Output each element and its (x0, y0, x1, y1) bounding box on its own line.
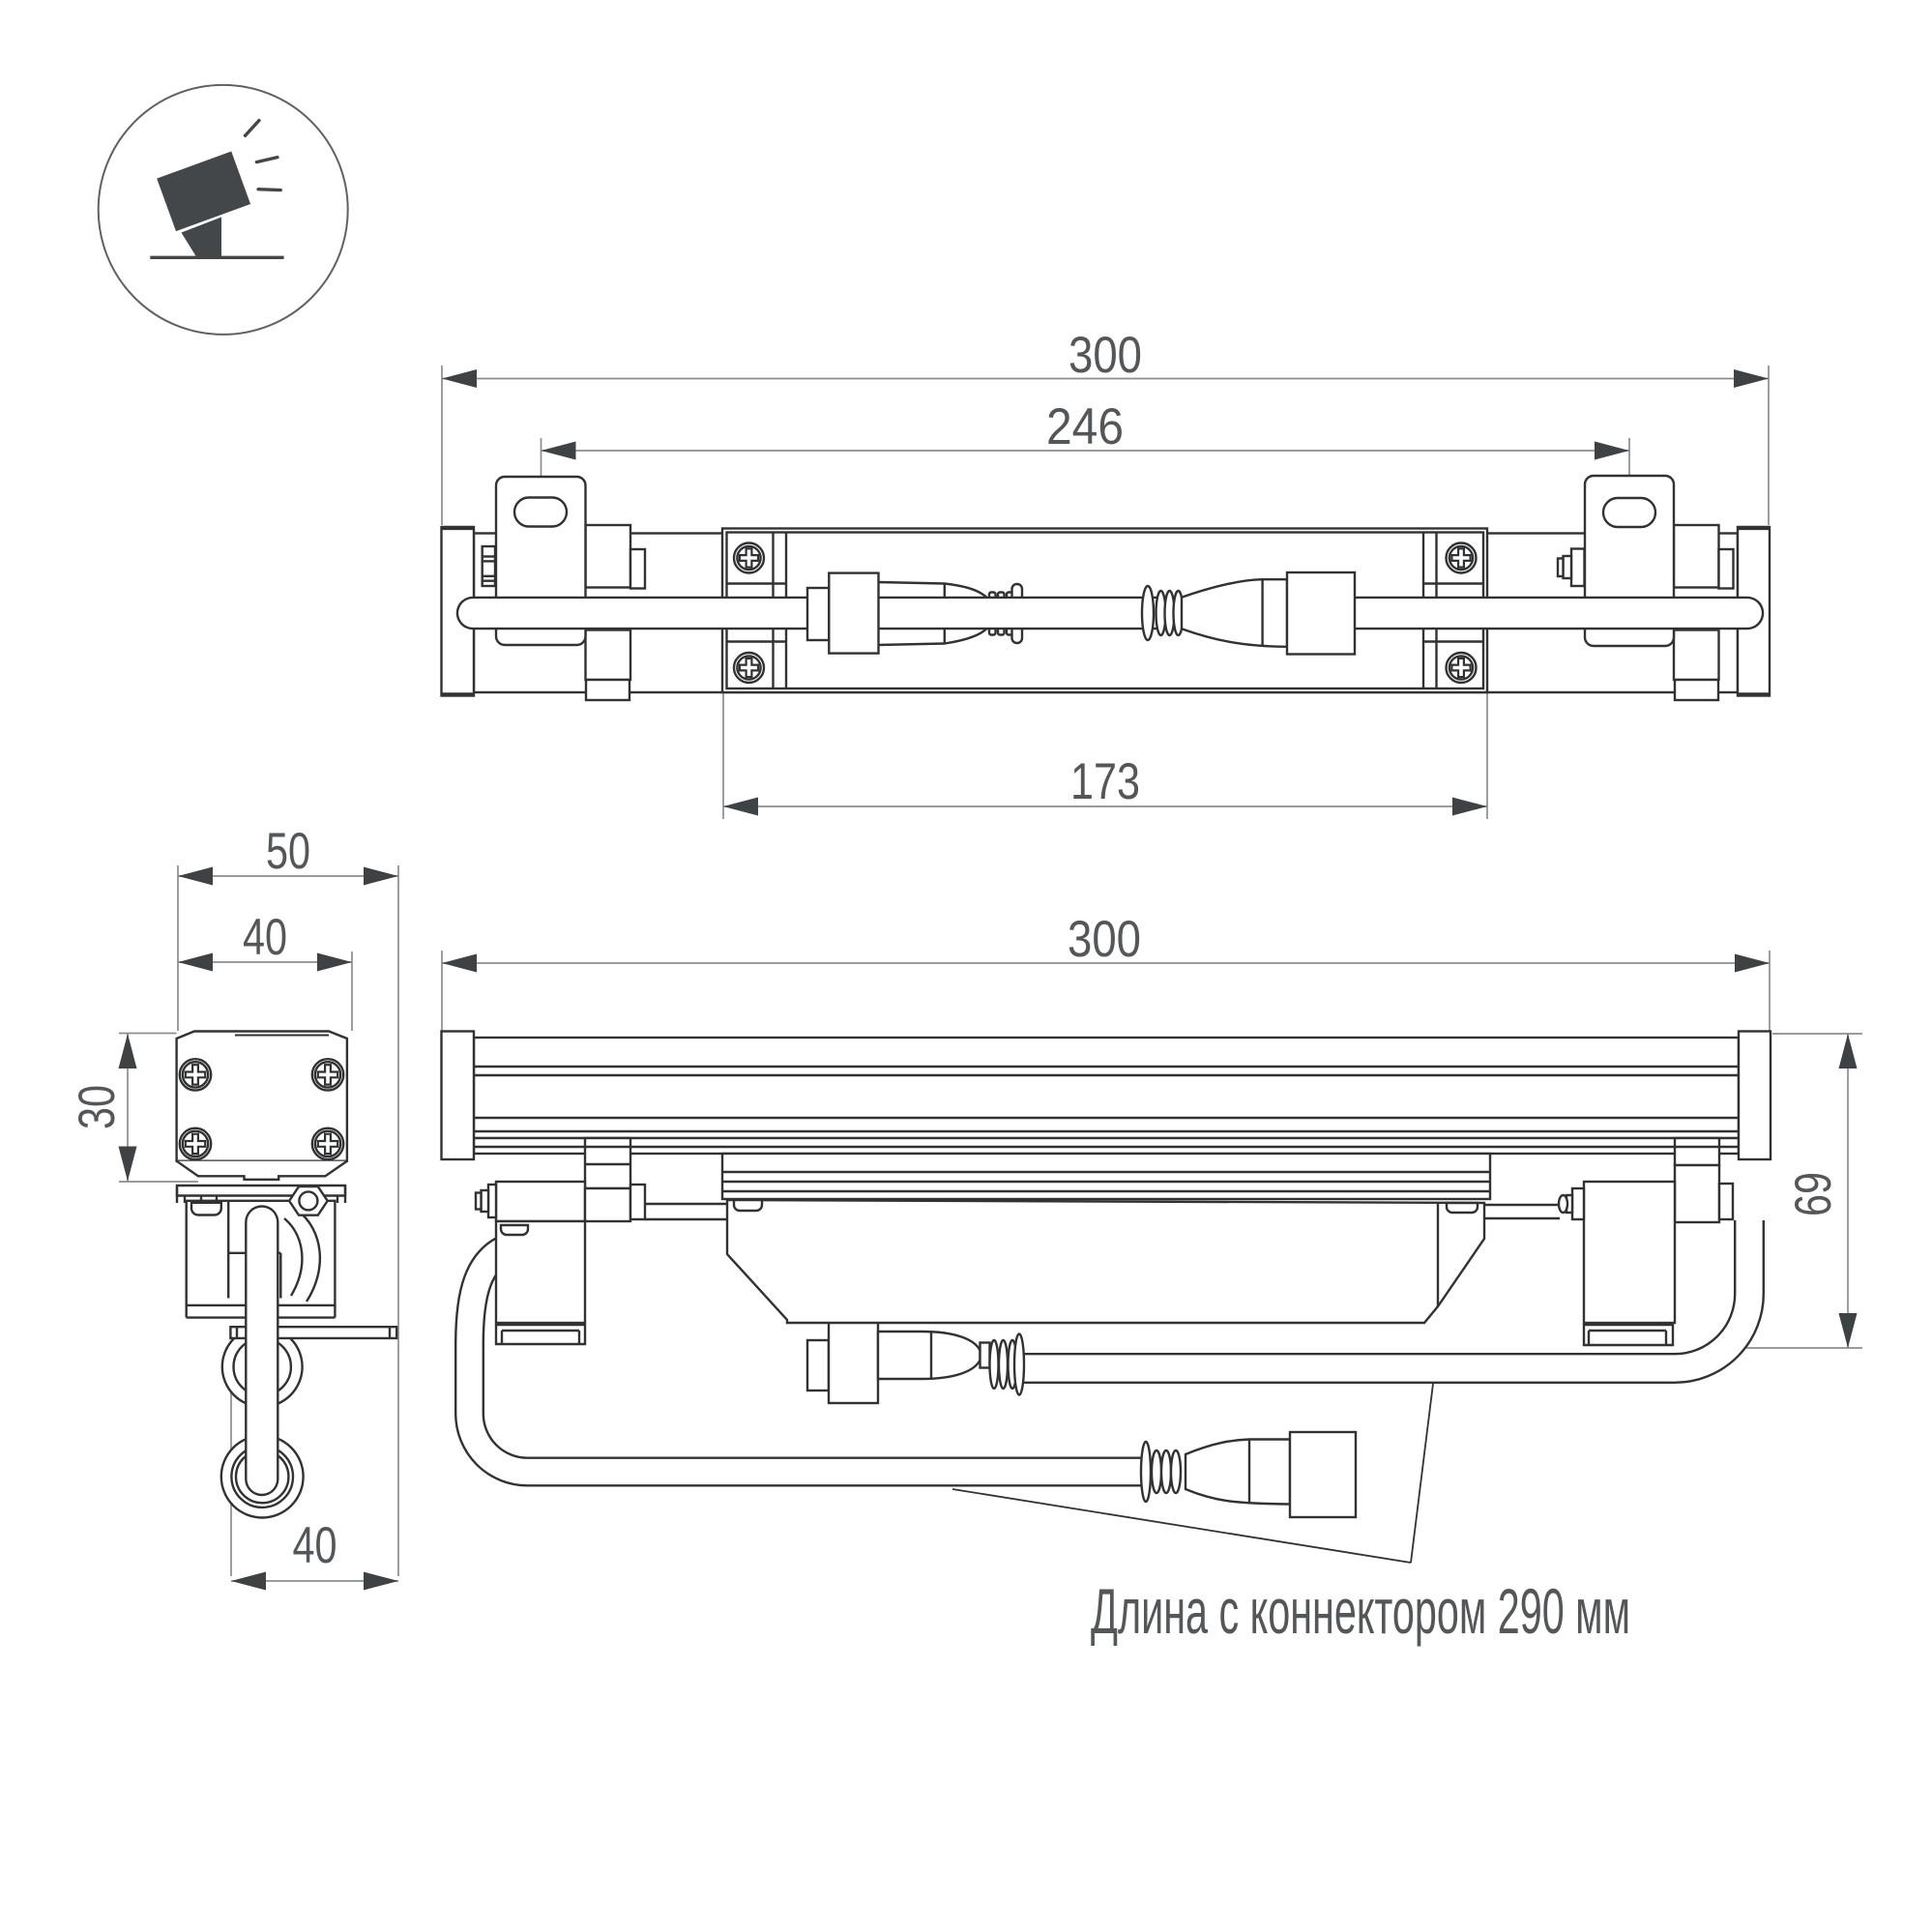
svg-text:40: 40 (293, 1517, 337, 1574)
svg-text:300: 300 (1068, 911, 1141, 968)
svg-text:300: 300 (1068, 327, 1142, 384)
svg-text:173: 173 (1070, 753, 1140, 810)
svg-text:40: 40 (243, 909, 287, 966)
svg-text:Длина с коннектором 290 мм: Длина с коннектором 290 мм (1091, 1575, 1630, 1647)
svg-text:246: 246 (1046, 398, 1124, 455)
svg-text:50: 50 (266, 823, 310, 880)
svg-text:30: 30 (69, 1085, 126, 1129)
svg-text:69: 69 (1785, 1172, 1842, 1216)
